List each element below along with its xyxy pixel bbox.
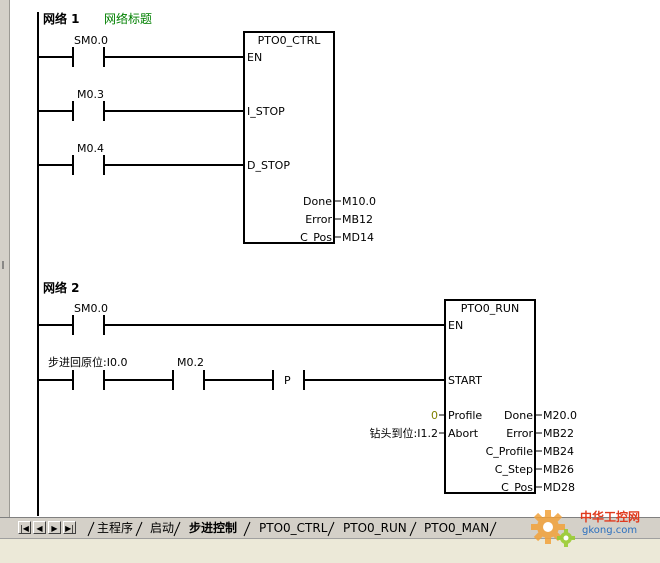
tab-stepper-control[interactable]: 步进控制	[189, 521, 238, 535]
pto0-run-box	[444, 299, 536, 494]
pin-label: EN	[448, 319, 464, 332]
contact-label[interactable]: SM0.0	[74, 302, 108, 315]
contact-label[interactable]: SM0.0	[74, 34, 108, 47]
operand-label[interactable]: MB22	[543, 427, 575, 440]
left-splitter[interactable]: ‖	[0, 0, 10, 518]
tab-pto0-ctrl[interactable]: PTO0_CTRL	[259, 521, 328, 535]
pin-label: Error	[305, 213, 332, 226]
first-tab-icon[interactable]: |◀	[18, 521, 31, 534]
pto0-ctrl-title[interactable]: PTO0_CTRL	[257, 34, 321, 47]
operand-label[interactable]: MB24	[543, 445, 575, 458]
operand-label[interactable]: MD14	[342, 231, 374, 244]
operand-label[interactable]: MB26	[543, 463, 575, 476]
pin-label: D_STOP	[247, 159, 290, 172]
operand-label[interactable]: 钻头到位:I1.2	[369, 427, 438, 440]
operand-label[interactable]: M10.0	[342, 195, 376, 208]
pin-label: C_Pos	[501, 481, 533, 494]
pin-label: I_STOP	[247, 105, 285, 118]
pin-label: C_Pos	[300, 231, 332, 244]
operand-label[interactable]: 0	[431, 409, 438, 422]
watermark-title: 中华工控网	[580, 510, 641, 524]
watermark-site: gkong.com	[582, 525, 638, 536]
pto0-run-title[interactable]: PTO0_RUN	[460, 302, 520, 315]
operand-label[interactable]: MB12	[342, 213, 374, 226]
tab-pto0-run[interactable]: PTO0_RUN	[343, 521, 407, 535]
contact-label[interactable]: 步进回原位:I0.0	[48, 356, 128, 369]
last-tab-icon[interactable]: ▶|	[63, 521, 76, 534]
network-2-title[interactable]: 网络 2	[43, 281, 80, 295]
tab-main-program[interactable]: 主程序	[97, 521, 134, 535]
program-tab-bar: |◀ ◀ ▶ ▶| 主程序 启动 步进控制 PTO0_CTRL PTO0_RUN…	[0, 517, 660, 538]
pin-label: C_Step	[494, 463, 533, 476]
pin-label: Abort	[448, 427, 479, 440]
tab-pto0-man[interactable]: PTO0_MAN	[424, 521, 490, 535]
pin-label: Profile	[448, 409, 483, 422]
pin-label: Done	[504, 409, 533, 422]
splitter-grip-icon: ‖	[1, 260, 5, 269]
contact-label[interactable]: M0.2	[177, 356, 204, 369]
positive-edge-label[interactable]: P	[284, 374, 291, 387]
next-tab-icon[interactable]: ▶	[48, 521, 61, 534]
tab-separators	[87, 521, 497, 537]
tab-startup[interactable]: 启动	[150, 521, 175, 535]
gear-logo-icon	[531, 510, 575, 547]
pin-label: Done	[303, 195, 332, 208]
network-1-comment[interactable]: 网络标题	[104, 12, 153, 26]
pin-label: Error	[506, 427, 533, 440]
operand-label[interactable]: M20.0	[543, 409, 577, 422]
operand-label[interactable]: MD28	[543, 481, 575, 494]
gkong-watermark: 中华工控网 gkong.com	[524, 505, 660, 551]
pin-label: C_Profile	[485, 445, 533, 458]
pto0-ctrl-box	[243, 31, 335, 244]
pin-label: EN	[247, 51, 263, 64]
contact-label[interactable]: M0.4	[77, 142, 104, 155]
network-1-title[interactable]: 网络 1	[43, 12, 80, 26]
prev-tab-icon[interactable]: ◀	[33, 521, 46, 534]
pin-label: START	[448, 374, 482, 387]
contact-label[interactable]: M0.3	[77, 88, 104, 101]
